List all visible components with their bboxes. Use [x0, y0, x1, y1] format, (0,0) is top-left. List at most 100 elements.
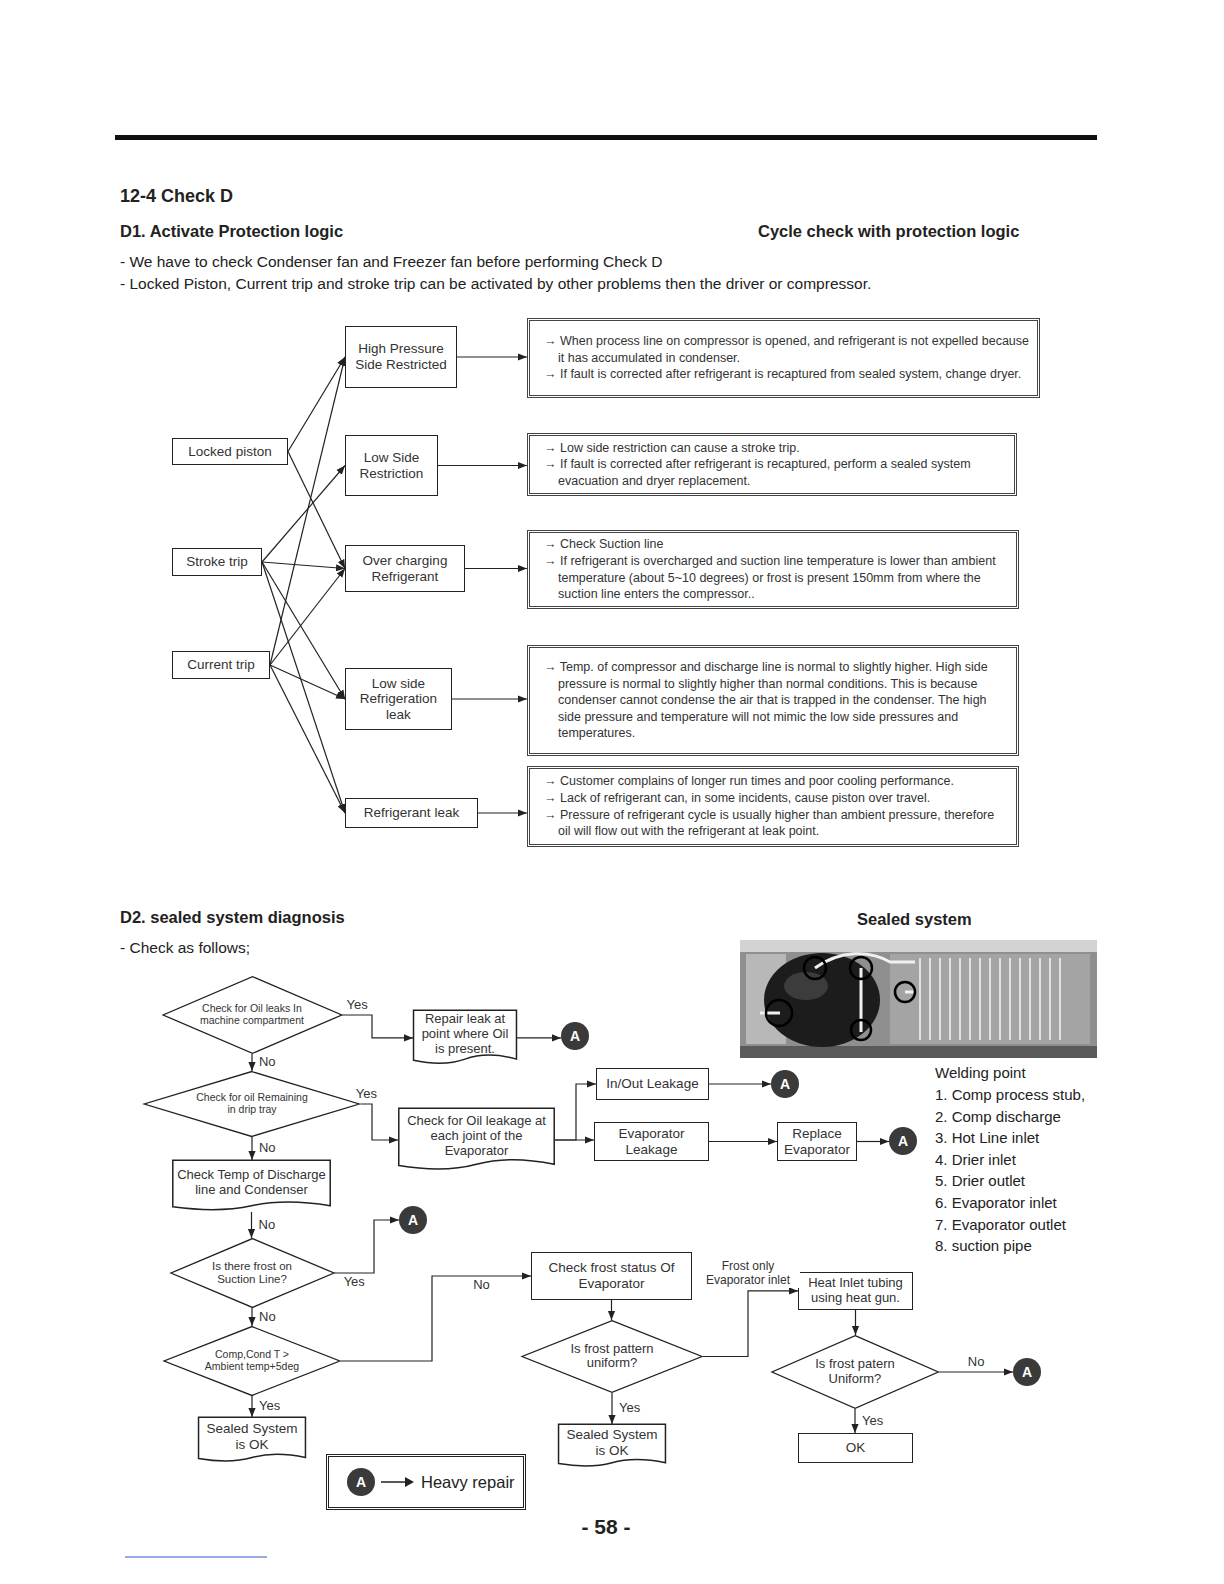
note-text: → Lack of refrigerant can, in some incid… [558, 790, 1008, 807]
decision-text: Is frost patern Uniform? [815, 1356, 894, 1386]
document-box: Sealed System is OK [558, 1424, 666, 1468]
note-text: → Low side restriction can cause a strok… [558, 440, 1006, 457]
diamond-text-wrap: Is frost patern Uniform? [805, 1357, 905, 1386]
decision-diamond: Check for oil Remaining in drip tray [143, 1071, 361, 1137]
connector-circle: A [771, 1070, 799, 1098]
flow-connector [251, 1054, 252, 1071]
flow-connector [361, 1104, 398, 1140]
flow-connector [251, 1212, 252, 1238]
decision-diamond: Comp,Cond T > Ambient temp+5deg [163, 1326, 341, 1396]
flow-connector [452, 698, 527, 699]
flow-connector [342, 1015, 413, 1038]
cause-box: Locked piston [172, 438, 288, 465]
flow-connector [262, 466, 345, 563]
connector-circle: A [889, 1127, 917, 1155]
diamond-text-wrap: Check for Oil leaks In machine compartme… [196, 1003, 308, 1027]
flow-connector [270, 357, 345, 665]
edge-label: Yes [345, 998, 370, 1013]
process-box: Replace Evaporator [777, 1122, 857, 1161]
document-box: Sealed System is OK [198, 1417, 306, 1463]
welding-point-item: 7. Evaporator outlet [935, 1216, 1066, 1233]
box-text: Check for Oil leakage at each joint of t… [403, 1114, 550, 1159]
box-text: OK [804, 1440, 907, 1456]
flow-connector [335, 1220, 400, 1273]
flow-connector [262, 562, 345, 569]
flow-connector [251, 1137, 252, 1160]
box-text: Low side Refrigeration leak [351, 676, 446, 723]
note-box: → Low side restriction can cause a strok… [527, 433, 1017, 496]
process-box: In/Out Leakage [596, 1068, 709, 1100]
edge-label: No [471, 1278, 492, 1293]
diamond-text-wrap: Check for oil Remaining in drip tray [196, 1092, 308, 1116]
flow-connector [288, 452, 345, 569]
flow-connector [854, 1409, 855, 1433]
note-text: → If fault is corrected after refrigeran… [558, 366, 1029, 383]
welding-point-item: 8. suction pipe [935, 1237, 1032, 1254]
flow-connector [857, 1141, 889, 1142]
fault-box: Over charging Refrigerant [345, 545, 465, 592]
fault-box: High Pressure Side Restricted [345, 326, 457, 388]
box-text: Current trip [178, 657, 264, 673]
connector-letter: A [408, 1212, 418, 1228]
edge-label: Yes [354, 1087, 379, 1102]
box-text: Refrigerant leak [351, 805, 472, 821]
flow-connector [703, 1291, 798, 1357]
note-text: → If fault is corrected after refrigeran… [558, 456, 1006, 489]
process-box: Evaporator Leakage [594, 1122, 709, 1161]
note-text: → When process line on compressor is ope… [558, 333, 1029, 366]
box-text: Replace Evaporator [783, 1126, 851, 1157]
welding-point-item: 5. Drier outlet [935, 1172, 1025, 1189]
flow-connector [270, 569, 345, 666]
note-text: - Check as follows; [120, 939, 250, 957]
flow-connector [262, 562, 345, 813]
welding-point-item: 2. Comp discharge [935, 1108, 1061, 1125]
flow-connector [341, 1276, 531, 1361]
footer-rule [125, 1557, 267, 1558]
flow-connector [270, 665, 345, 699]
flow-connector [555, 1084, 596, 1140]
sealed-system-photo [740, 940, 1097, 1058]
document-box: Check for Oil leakage at each joint of t… [398, 1108, 555, 1172]
note-box: → When process line on compressor is ope… [527, 318, 1040, 398]
flow-connector [270, 665, 345, 813]
edge-label: No [966, 1355, 987, 1370]
section-heading: Sealed system [857, 910, 972, 929]
cause-box: Current trip [172, 651, 270, 679]
document-box: Repair leak at point where Oil is presen… [413, 1010, 517, 1066]
box-text: Sealed System is OK [563, 1427, 661, 1458]
note-box: → Customer complains of longer run times… [527, 766, 1019, 847]
connector-circle: A [347, 1468, 375, 1496]
box-text: Check Temp of Discharge line and Condens… [177, 1168, 326, 1198]
diamond-text-wrap: Is frost pattern uniform? [557, 1342, 667, 1371]
connector-circle: A [399, 1206, 427, 1234]
process-box: OK [798, 1433, 913, 1463]
page-number: - 58 - [581, 1515, 630, 1539]
decision-diamond: Is frost patern Uniform? [771, 1335, 939, 1409]
header-rule [115, 135, 1097, 140]
box-text: Repair leak at point where Oil is presen… [418, 1012, 512, 1057]
fault-box: Refrigerant leak [345, 798, 478, 828]
flow-connector [709, 1141, 777, 1142]
section-heading: D2. sealed system diagnosis [120, 908, 345, 927]
section-heading: Cycle check with protection logic [758, 222, 1019, 241]
note-text: → Check Suction line [558, 536, 1008, 553]
box-text: Low Side Restriction [351, 450, 432, 481]
edge-label: Frost only Evaporator inlet [696, 1260, 800, 1288]
decision-text: Is there frost on Suction Line? [212, 1260, 292, 1285]
decision-text: Check for oil Remaining in drip tray [196, 1091, 307, 1115]
connector-circle: A [561, 1022, 589, 1050]
flow-connector [555, 1139, 594, 1140]
flow-connector [709, 1083, 771, 1084]
connector-letter: A [356, 1474, 366, 1490]
flow-connector [855, 1310, 856, 1335]
note-text: → If refrigerant is overcharged and suct… [558, 553, 1008, 603]
welding-point-item: 4. Drier inlet [935, 1151, 1016, 1168]
flow-connector [478, 812, 527, 813]
note-text: → Pressure of refrigerant cycle is usual… [558, 807, 1008, 840]
note-text: → Temp. of compressor and discharge line… [558, 659, 1008, 742]
section-heading: D1. Activate Protection logic [120, 222, 343, 241]
note-box: → Temp. of compressor and discharge line… [527, 645, 1019, 756]
process-box: Heat Inlet tubing using heat gun. [798, 1272, 913, 1310]
document-box: Check Temp of Discharge line and Condens… [172, 1160, 331, 1212]
page-title: 12-4 Check D [120, 186, 233, 207]
